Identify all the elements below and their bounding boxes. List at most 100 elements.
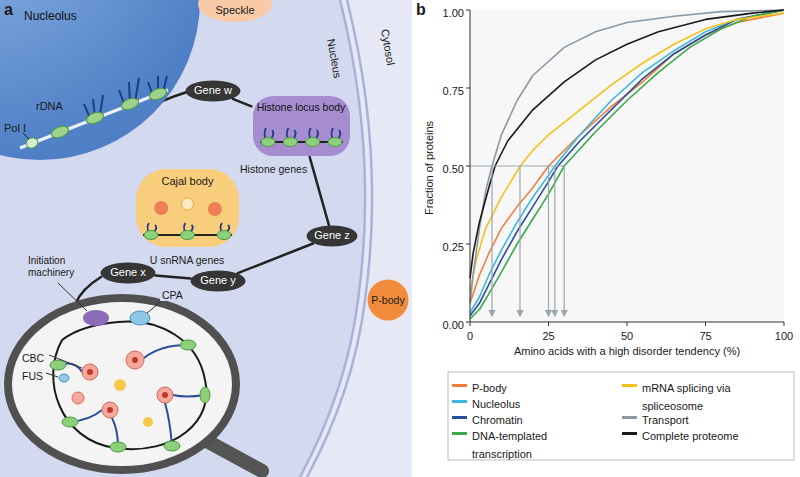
tick-label-holder: 75 [691,326,721,344]
cdf-curve [470,13,784,291]
part-name: Histone genes [240,163,307,175]
svg-ellipse [8,298,236,470]
svg-line [470,165,564,166]
part-name: U snRNA genes [150,254,225,266]
svg-circle [143,417,153,427]
svg-ellipse [148,86,168,102]
region-name: Cytosol [379,28,397,66]
part-name: rDNA [36,100,63,112]
region-name: Nucleus [324,38,344,79]
svg-ellipse [85,110,105,126]
tick-label: 25 [542,330,554,342]
axis-title-holder: Amino acids with a high disorder tendenc… [470,341,784,359]
tick-label-holder: 100 [769,326,799,344]
svg-ellipse [110,442,126,452]
svg-ellipse [50,360,66,370]
svg-circle [162,392,168,398]
part-name-holder: CBC [22,348,44,366]
tick-label-holder: 1.00 [428,3,464,21]
svg-circle [72,392,84,404]
chromatin-fiber [238,244,313,274]
svg-circle [208,202,222,216]
part-name-holder: U snRNA genes [142,250,232,268]
panel-letter-holder: a [4,1,13,19]
chromatin-fiber [155,275,190,278]
legend-swatch [622,416,637,419]
nucleolus-body-shape [0,0,200,160]
svg-ellipse [144,231,158,240]
region-name-holder: Cytosol [376,24,401,70]
axis-title: Fraction of proteins [423,121,435,215]
svg-ellipse [217,231,231,240]
cdf-curve [470,13,784,303]
p-body-circle: P-body [367,279,409,321]
svg-ellipse [130,311,150,325]
svg-ellipse [186,81,241,102]
tick-label: 100 [775,330,793,342]
tick-label: 0 [467,330,473,342]
svg-ellipse [101,263,156,284]
svg-line [147,300,163,313]
histone-locus-body: Histone locus body [252,95,351,157]
svg-path [307,0,372,477]
legend-entry: Chromatin [472,410,592,428]
svg-circle [102,402,118,418]
legend-swatch [452,384,467,387]
svg-circle [132,357,138,363]
nucleolus-body: Nucleolus [0,0,200,160]
part-name: CPA [160,289,185,301]
legend-swatch [622,384,637,387]
gene-ellipse: Gene w [185,80,241,102]
cajal-body: Cajal body [135,168,240,248]
svg-line [20,90,168,148]
svg-line [548,166,549,316]
svg-path [300,0,365,477]
svg-circle [182,198,194,210]
body-name: P-body [371,294,404,307]
svg-line [58,283,87,311]
cdf-curve [470,10,784,319]
svg-line [564,166,565,316]
axis-title-holder: Fraction of proteins [419,93,437,243]
svg-circle [114,379,126,391]
svg-circle [157,387,173,403]
svg-ellipse [191,271,246,292]
part-name: CBC [22,352,44,364]
svg-circle [154,201,168,215]
part-name-holder: FUS [22,366,43,384]
svg-ellipse [261,138,275,147]
panel-letter-holder: b [416,1,426,19]
svg-circle [107,407,113,413]
part-name-holder: Initiation machinery [28,255,86,280]
body-name: Histone locus body [257,101,346,114]
svg-circle [0,0,200,160]
svg-ellipse [180,340,196,350]
svg-circle [368,280,409,321]
legend-text: DNA-templated transcription [472,430,547,460]
svg-path [58,345,205,447]
svg-rect [136,169,239,247]
cdf-curve [470,10,784,278]
legend-text: P-body [472,382,507,394]
tick-label: 50 [621,330,633,342]
legend-entry: Transport [642,410,772,428]
tick-label: 0.50 [443,163,464,175]
svg-ellipse [164,441,180,451]
gene-name: Gene x [110,266,145,279]
tick-label-holder: 0.25 [428,237,464,255]
legend-swatch [622,432,637,435]
axis-title: Amino acids with a high disorder tendenc… [514,345,740,357]
legend-entry: P-body [472,378,592,396]
svg-circle [87,369,93,375]
nucleus-region: Nucleus Nucleolus SpeckleGene w Histone loc… [0,0,372,477]
panel-letter: b [416,1,426,18]
part-name-holder: rDNA [36,96,63,114]
tick-label-holder: 0.00 [428,315,464,333]
svg-ellipse [59,374,69,382]
gene-name: Gene w [194,84,232,97]
svg-line [49,355,82,368]
speckle-body: Speckle [198,0,272,22]
body-name: Speckle [215,4,254,17]
legend-entry: mRNA splicing via spliceosome [642,378,767,414]
